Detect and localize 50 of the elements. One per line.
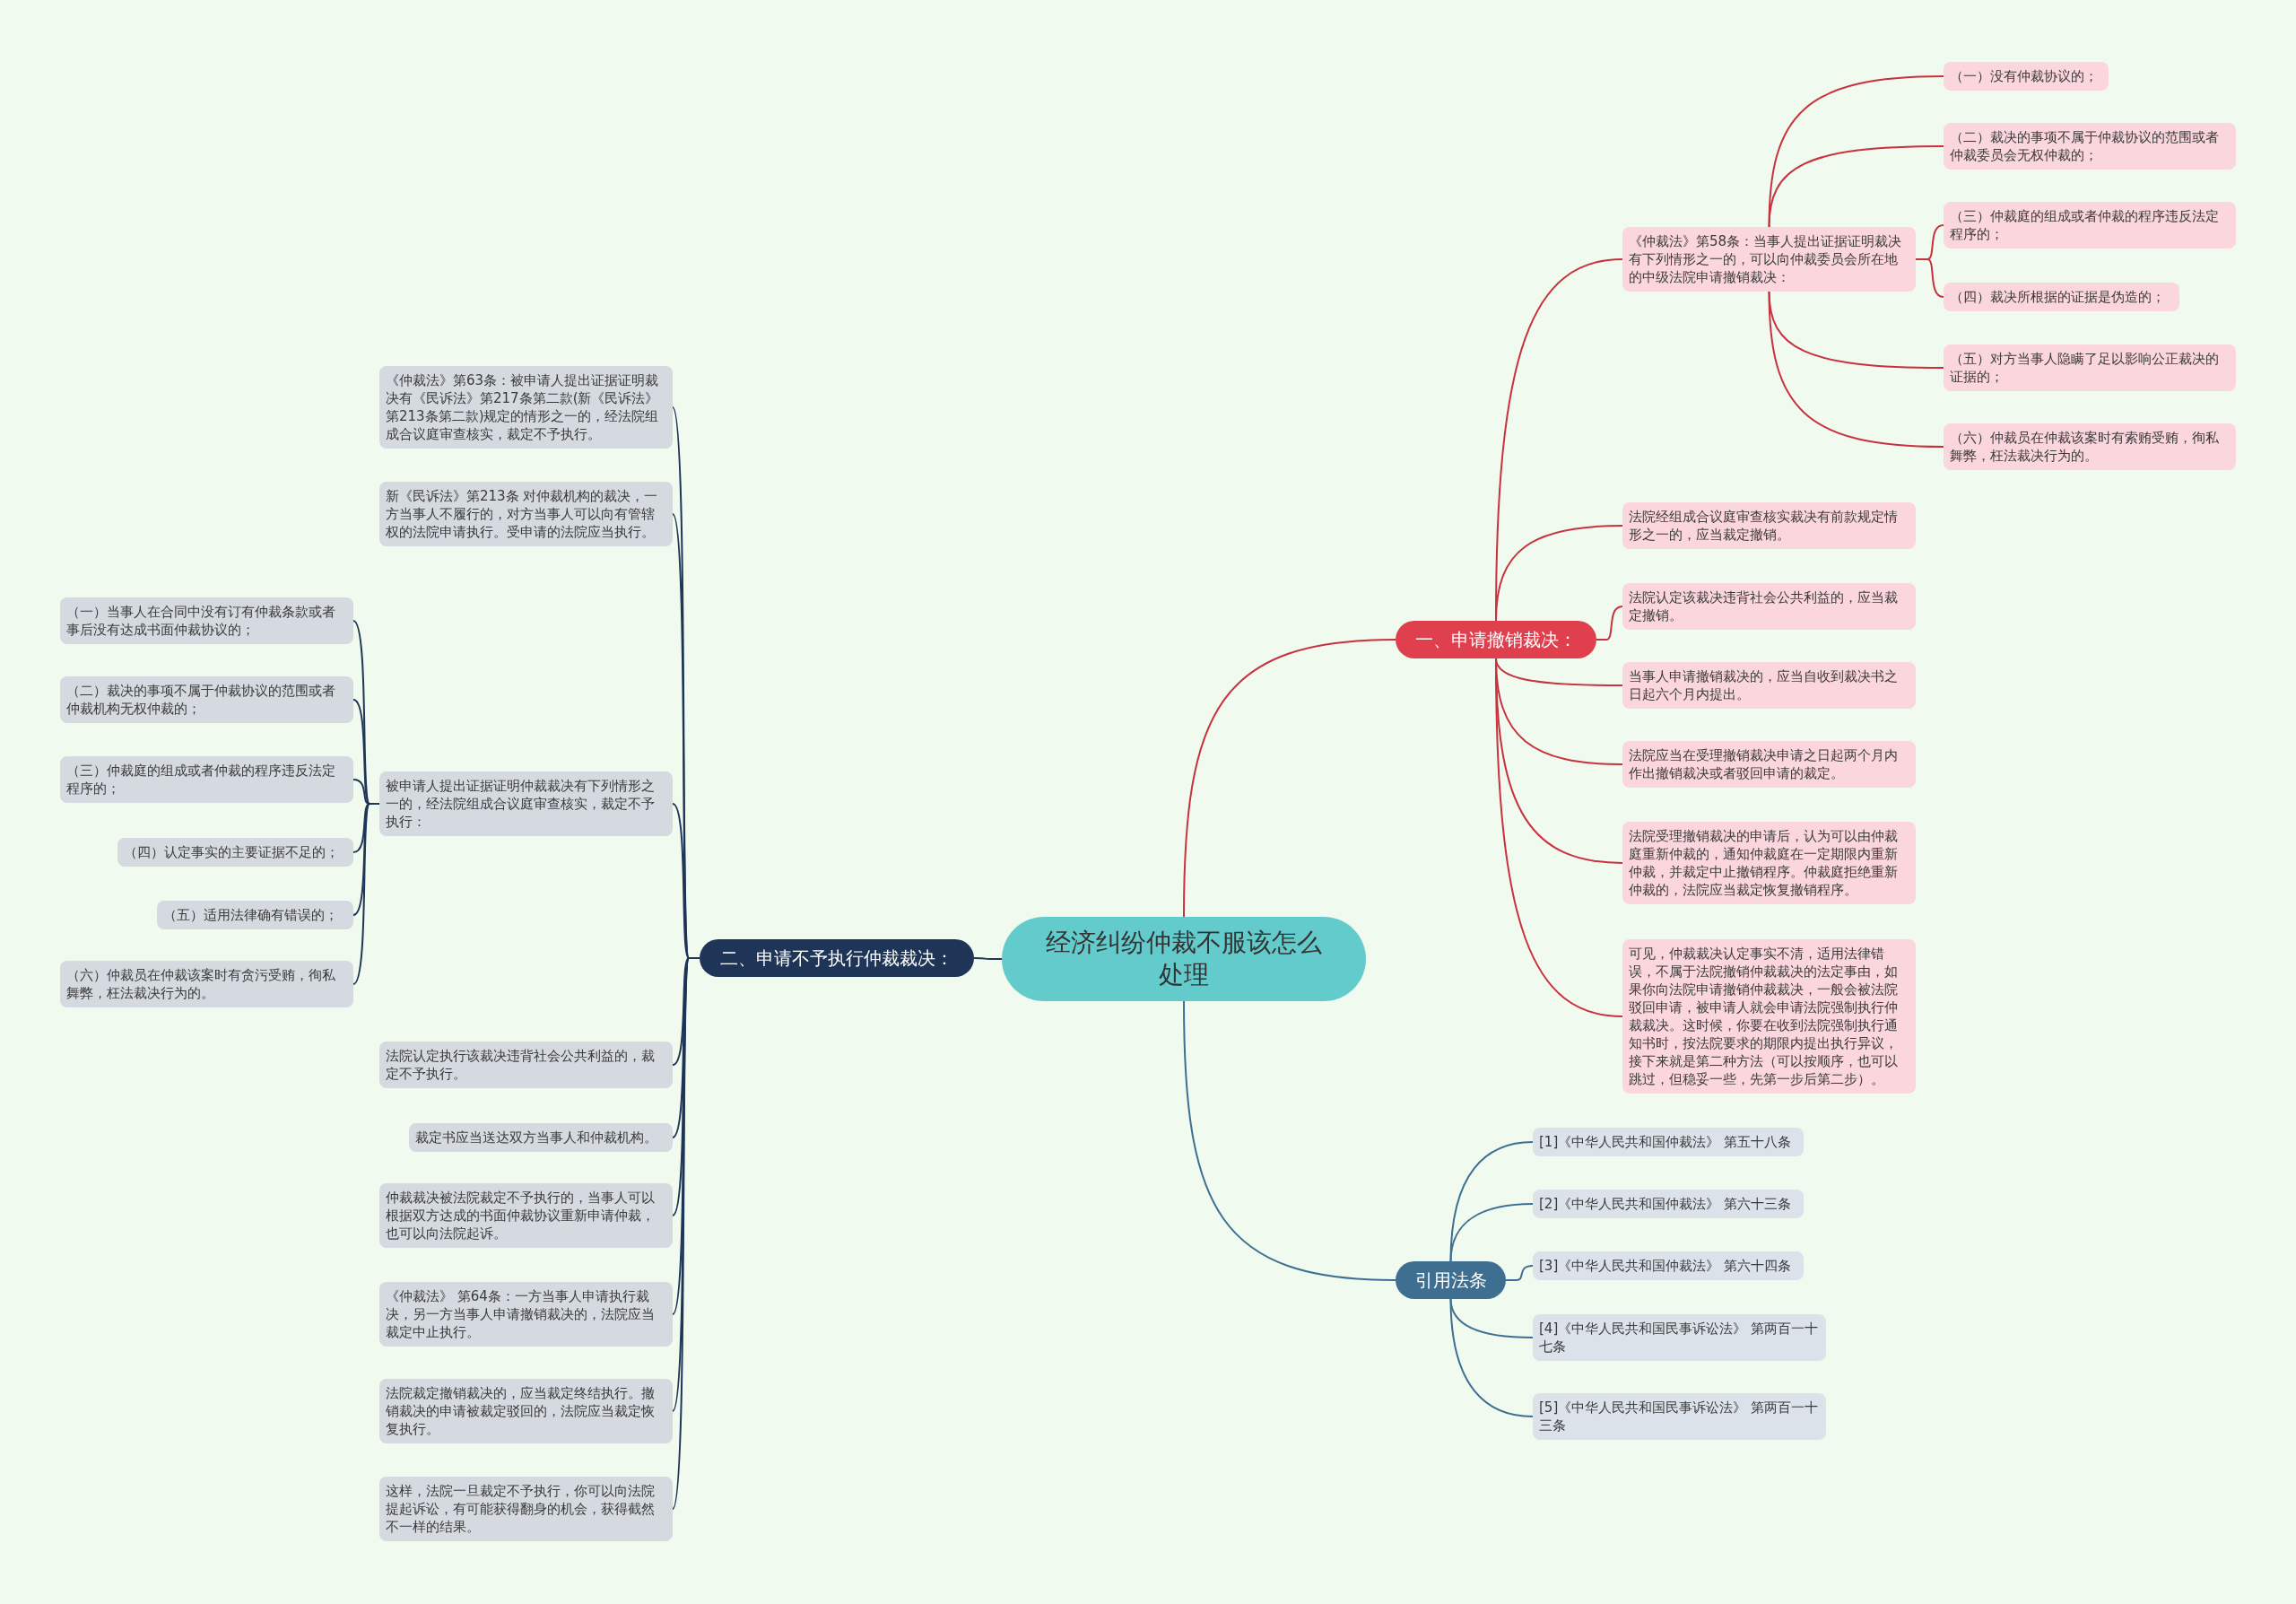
topic-box: （一）当事人在合同中没有订有仲裁条款或者事后没有达成书面仲裁协议的；	[60, 597, 353, 644]
connector-line	[1449, 1298, 1534, 1417]
connector-line	[1183, 1000, 1396, 1281]
topic-box: （四）认定事实的主要证据不足的；	[117, 838, 353, 867]
topic-box: [2]《中华人民共和国仲裁法》 第六十三条	[1533, 1190, 1804, 1218]
branch-topic: 二、申请不予执行仲裁裁决：	[700, 939, 974, 977]
central-topic: 经济纠纷仲裁不服该怎么处理	[1002, 917, 1366, 1001]
topic-box: 法院经组成合议庭审查核实裁决有前款规定情形之一的，应当裁定撤销。	[1622, 502, 1916, 549]
topic-box: [4]《中华人民共和国民事诉讼法》 第两百一十七条	[1533, 1314, 1826, 1361]
connector-line	[1449, 1203, 1534, 1262]
topic-box: （三）仲裁庭的组成或者仲裁的程序违反法定程序的；	[1944, 202, 2236, 248]
topic-box: 法院裁定撤销裁决的，应当裁定终结执行。撤销裁决的申请被裁定驳回的，法院应当裁定恢复执行。	[379, 1379, 673, 1443]
topic-box: （六）仲裁员在仲裁该案时有贪污受贿，徇私舞弊，枉法裁决行为的。	[60, 961, 353, 1007]
topic-box: [5]《中华人民共和国民事诉讼法》 第两百一十三条	[1533, 1393, 1826, 1440]
topic-box: （二）裁决的事项不属于仲裁协议的范围或者仲裁机构无权仲裁的；	[60, 676, 353, 723]
connector-line	[973, 957, 1003, 960]
topic-box: 当事人申请撤销裁决的，应当自收到裁决书之日起六个月内提出。	[1622, 662, 1916, 709]
topic-box: 这样，法院一旦裁定不予执行，你可以向法院提起诉讼，有可能获得翻身的机会，获得截然不一样的结果。	[379, 1477, 673, 1541]
topic-box: 法院认定执行该裁决违背社会公共利益的，裁定不予执行。	[379, 1042, 673, 1088]
topic-box: [1]《中华人民共和国仲裁法》 第五十八条	[1533, 1128, 1804, 1156]
topic-box: 《仲裁法》第63条：被申请人提出证据证明裁决有《民诉法》第217条第二款(新《民诉法》第213条第二款)规定的情形之一的，经法院组成合议庭审查核实，裁定不予执行。	[379, 366, 673, 449]
topic-box: （五）对方当事人隐瞒了足以影响公正裁决的证据的；	[1944, 344, 2236, 391]
topic-box: 裁定书应当送达双方当事人和仲裁机构。	[409, 1123, 673, 1152]
branch-topic: 一、申请撤销裁决：	[1396, 621, 1596, 658]
connector-line	[1183, 639, 1396, 918]
topic-box: 《仲裁法》 第64条：一方当事人申请执行裁决，另一方当事人申请撤销裁决的，法院应当裁定中止执行。	[379, 1282, 673, 1347]
topic-box: 可见，仲裁裁决认定事实不清，适用法律错误，不属于法院撤销仲裁裁决的法定事由，如果你向法院申请撤销仲裁裁决，一般会被法院驳回申请，被申请人就会申请法院强制执行仲裁裁决。这时候，你要在收到法院强制执行通知书时，按法院要求的期限内提出执行异议，接下来就是第二种方法（可以按顺序，也可以跳过，但稳妥一些，先第一步后第二步）。	[1622, 939, 1916, 1094]
topic-box: 新《民诉法》第213条 对仲裁机构的裁决，一方当事人不履行的，对方当事人可以向有管辖权的法院申请执行。受申请的法院应当执行。	[379, 482, 673, 546]
connector-line	[1596, 606, 1623, 641]
branch-topic: 引用法条	[1396, 1261, 1506, 1299]
topic-box: （四）裁决所根据的证据是伪造的；	[1944, 283, 2179, 311]
connector-line	[352, 803, 380, 985]
connector-line	[1495, 525, 1623, 622]
connector-line	[1915, 258, 1944, 298]
topic-box: 仲裁裁决被法院裁定不予执行的，当事人可以根据双方达成的书面仲裁协议重新申请仲裁，也可以向法院起诉。	[379, 1183, 673, 1248]
topic-box: （二）裁决的事项不属于仲裁协议的范围或者仲裁委员会无权仲裁的；	[1944, 123, 2236, 170]
topic-box: （六）仲裁员在仲裁该案时有索贿受贿，徇私舞弊，枉法裁决行为的。	[1944, 423, 2236, 470]
topic-box: [3]《中华人民共和国仲裁法》 第六十四条	[1533, 1251, 1804, 1280]
topic-box: 被申请人提出证据证明仲裁裁决有下列情形之一的，经法院组成合议庭审查核实，裁定不予执行：	[379, 771, 673, 836]
topic-box: 《仲裁法》第58条：当事人提出证据证明裁决有下列情形之一的，可以向仲裁委员会所在地的中级法院申请撤销裁决：	[1622, 227, 1916, 292]
connector-line	[1768, 291, 1944, 448]
topic-box: （一）没有仲裁协议的；	[1944, 62, 2109, 91]
connector-line	[1768, 145, 1944, 228]
topic-box: （三）仲裁庭的组成或者仲裁的程序违反法定程序的；	[60, 756, 353, 803]
topic-box: 法院认定该裁决违背社会公共利益的，应当裁定撤销。	[1622, 583, 1916, 630]
topic-box: （五）适用法律确有错误的；	[157, 901, 353, 929]
topic-box: 法院受理撤销裁决的申请后，认为可以由仲裁庭重新仲裁的，通知仲裁庭在一定期限内重新仲裁，并裁定中止撤销程序。仲裁庭拒绝重新仲裁的，法院应当裁定恢复撤销程序。	[1622, 822, 1916, 904]
connector-line	[1505, 1265, 1534, 1281]
topic-box: 法院应当在受理撤销裁决申请之日起两个月内作出撤销裁决或者驳回申请的裁定。	[1622, 741, 1916, 788]
connector-line	[1768, 75, 1944, 228]
